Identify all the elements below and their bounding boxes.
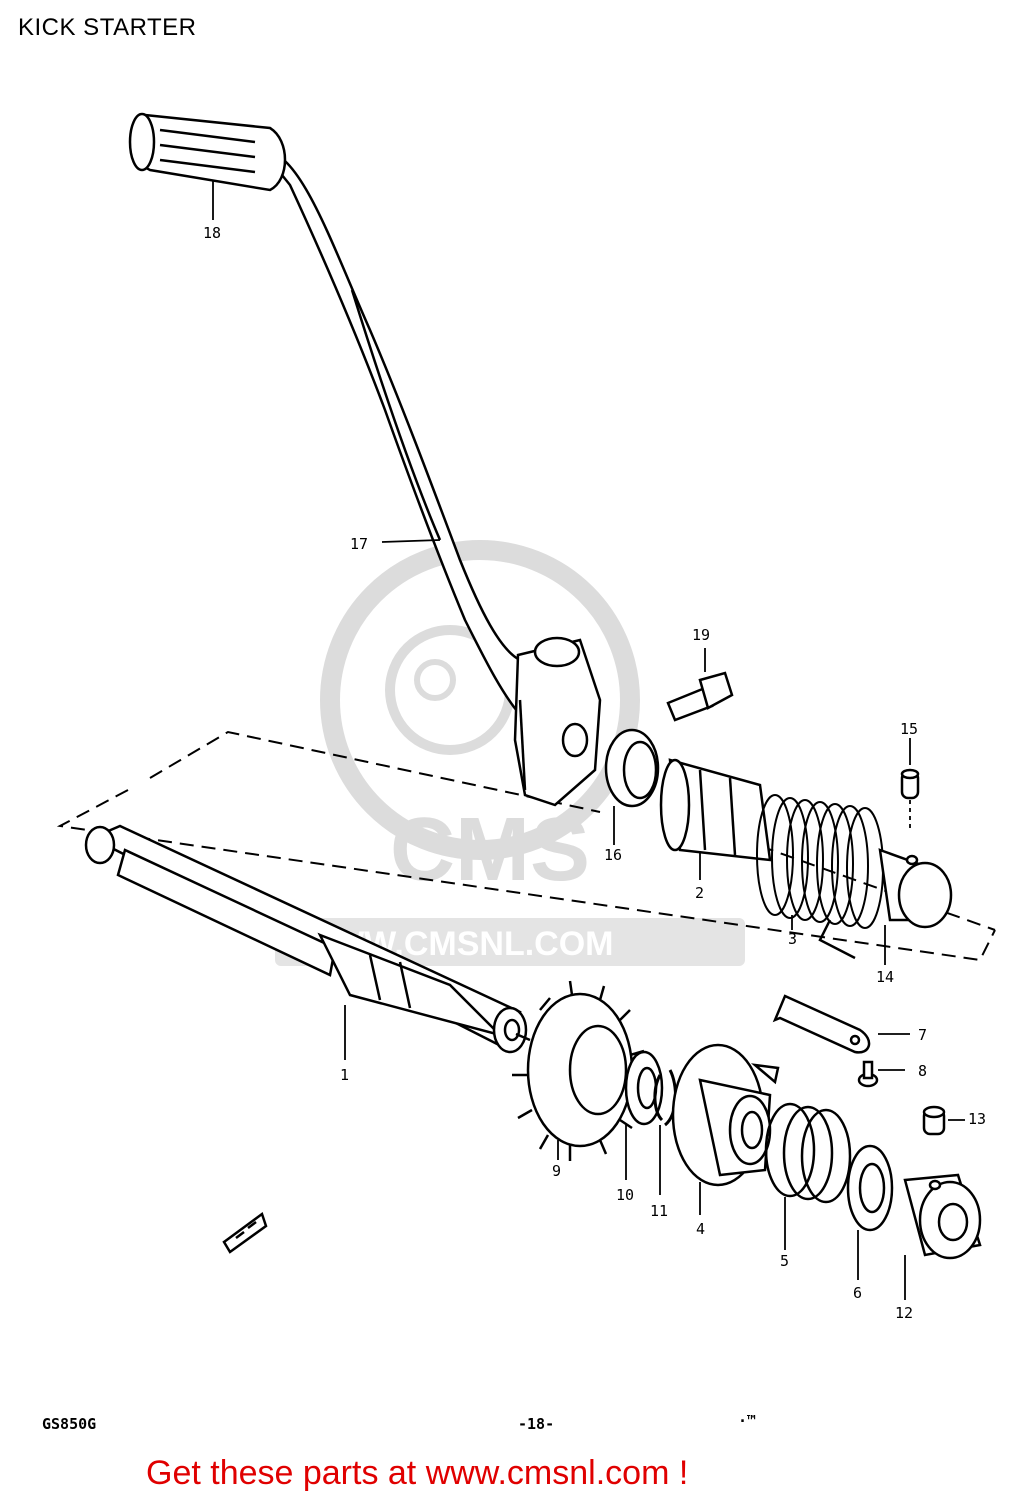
callout-14: 14: [876, 968, 894, 986]
lever-pivot-cap: [533, 636, 581, 668]
direction-stamp: [222, 1211, 268, 1254]
pin-13: [922, 1105, 946, 1136]
shaft-spline: [398, 961, 412, 1009]
lever-boss: [513, 638, 602, 807]
guide-slot: [728, 777, 737, 856]
plane-right-edge: [759, 845, 996, 931]
shaft-bore: [503, 1018, 521, 1042]
lever-arm: [259, 148, 547, 722]
page-number: -18-: [518, 1415, 555, 1433]
page-mark: ·™: [738, 1412, 757, 1430]
pin-top: [900, 768, 920, 780]
callout-2: 2: [695, 884, 704, 902]
callout-13: 13: [968, 1110, 986, 1128]
plane-front-edge: [56, 789, 996, 962]
spring-5: [764, 1102, 852, 1204]
leader-17: [381, 539, 441, 543]
stamp-outline: [222, 1211, 268, 1254]
kick-gear-9: [512, 980, 645, 1161]
page-title: KICK STARTER: [18, 14, 197, 41]
washer6-inner: [858, 1162, 886, 1214]
callout-labels: 18 17 19 16 2 3 14 15 1 7 8 13 9 10 11 4…: [203, 224, 986, 1322]
callout-6: 6: [853, 1284, 862, 1302]
lever-clamp-slot: [518, 699, 527, 791]
cap-bore: [937, 1202, 969, 1242]
lever-spline-hole: [561, 722, 589, 758]
callout-4: 4: [696, 1220, 705, 1238]
washer-6: [846, 1144, 894, 1232]
drive-gear-tab: [750, 1063, 780, 1085]
grip-body: [130, 113, 287, 192]
drive-gear-bore: [740, 1110, 764, 1150]
callout-17: 17: [350, 535, 368, 553]
washer-inner: [636, 1066, 658, 1110]
pin13-top: [922, 1105, 946, 1119]
callout-19: 19: [692, 626, 710, 644]
parts-link[interactable]: Get these parts at www.cmsnl.com !: [146, 1454, 689, 1492]
plate-body: [772, 994, 871, 1054]
callout-1: 1: [340, 1066, 349, 1084]
callout-7: 7: [918, 1026, 927, 1044]
callout-9: 9: [552, 1162, 561, 1180]
callout-11: 11: [650, 1202, 668, 1220]
grip-rib: [159, 128, 256, 144]
cap-hole: [928, 1179, 942, 1191]
spring-guide-14: [878, 848, 953, 929]
grip-end: [128, 112, 156, 172]
washer-10: [624, 1050, 664, 1126]
model-code: GS850G: [42, 1415, 97, 1433]
cap-12: [903, 1173, 982, 1260]
callout-10: 10: [616, 1186, 634, 1204]
watermark-eye: [414, 659, 456, 701]
drive-gear-4: [671, 1043, 780, 1187]
shaft-journal: [116, 848, 337, 977]
seal-inner: [622, 740, 658, 800]
kick-shaft-1: [84, 824, 528, 1054]
lever-arm-ridge: [350, 289, 442, 541]
callout-5: 5: [780, 1252, 789, 1270]
guide-face: [659, 758, 691, 852]
kick-grip: [128, 112, 287, 192]
grip-rib: [159, 158, 256, 174]
spring-guide-face: [897, 861, 953, 929]
callout-18: 18: [203, 224, 221, 242]
guide-slot: [698, 769, 707, 851]
screw-shank: [862, 1060, 874, 1080]
kick-lever: [259, 148, 602, 807]
callout-8: 8: [918, 1062, 927, 1080]
watermark-ring: [320, 540, 640, 860]
stamp-marks: [235, 1221, 257, 1239]
bolt-head: [698, 671, 734, 710]
watermark-brand: CMS: [390, 800, 590, 900]
callout-15: 15: [900, 720, 918, 738]
pin-15: [900, 768, 920, 800]
leader-lines: [212, 180, 965, 1300]
plate-7: [772, 994, 871, 1054]
spring-guide-hole: [905, 854, 919, 866]
plate-hole: [849, 1034, 861, 1046]
bolt-19: [666, 671, 734, 722]
callout-12: 12: [895, 1304, 913, 1322]
shaft-spline: [368, 954, 382, 1001]
kick-spring-3: [756, 794, 884, 960]
screw-8: [857, 1060, 879, 1088]
gear-hub: [568, 1024, 628, 1116]
callout-3: 3: [788, 930, 797, 948]
grip-rib: [159, 143, 256, 159]
oil-seal-16: [604, 728, 660, 808]
callout-16: 16: [604, 846, 622, 864]
shaft-spline-end: [84, 825, 116, 865]
kick-guide-2: [659, 758, 772, 862]
plane-back-edge: [149, 730, 601, 813]
assembly-plane: [56, 730, 996, 962]
